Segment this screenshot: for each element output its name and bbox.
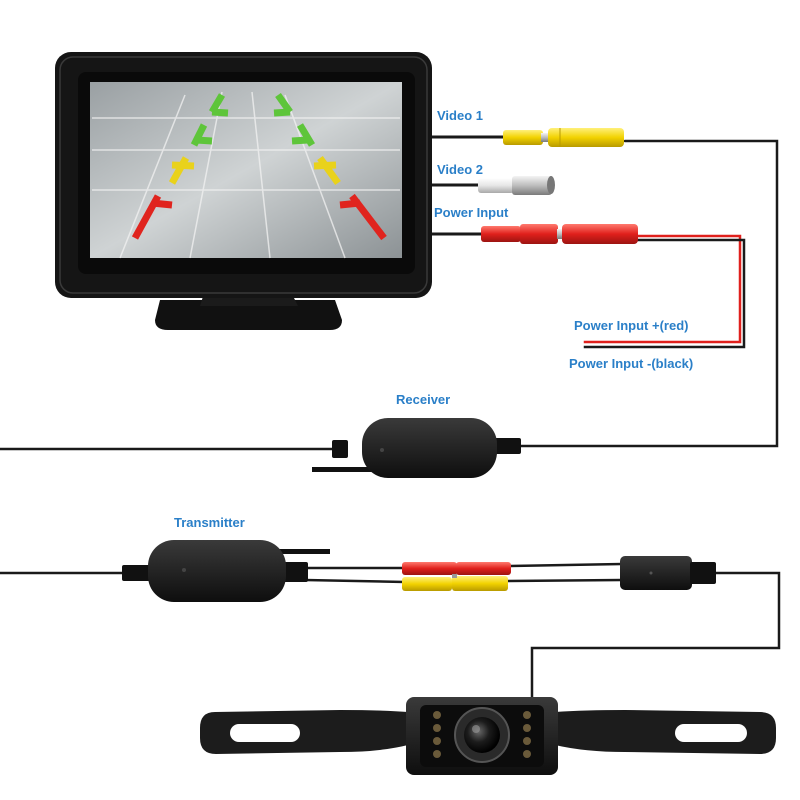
receiver-antenna xyxy=(312,467,372,472)
video1-label: Video 1 xyxy=(437,108,484,123)
receiver-label: Receiver xyxy=(396,392,451,407)
power-wires xyxy=(583,234,746,349)
transmitter-rca-connectors xyxy=(402,562,511,591)
camera-cable xyxy=(530,571,781,702)
camera-plug xyxy=(620,556,716,590)
ir-leds xyxy=(433,711,531,758)
video2-connector xyxy=(478,176,555,195)
camera-bracket xyxy=(200,710,776,754)
monitor-stand-base xyxy=(155,300,342,330)
parking-guide-lines xyxy=(131,92,387,241)
power-connector xyxy=(481,224,638,244)
transmitter-label: Transmitter xyxy=(174,515,245,530)
rca-to-plug-b xyxy=(503,578,624,583)
monitor xyxy=(55,52,432,330)
cables xyxy=(0,135,781,702)
receiver xyxy=(312,418,521,478)
rca-to-plug-a xyxy=(508,562,624,568)
transmitter xyxy=(122,540,330,602)
power-input-label: Power Input xyxy=(434,205,509,220)
camera-lens xyxy=(464,717,500,753)
power-wire-red xyxy=(583,234,742,344)
license-plate-camera xyxy=(200,697,776,775)
video1-connector xyxy=(503,128,624,147)
video2-label: Video 2 xyxy=(437,162,484,177)
video-cable-to-receiver xyxy=(518,139,779,448)
receiver-body xyxy=(362,418,497,478)
transmitter-body xyxy=(148,540,286,602)
power-negative-label: Power Input -(black) xyxy=(569,356,694,371)
transmitter-right-cable-b xyxy=(303,578,407,584)
power-positive-label: Power Input +(red) xyxy=(574,318,689,333)
power-wire-black xyxy=(583,238,746,349)
